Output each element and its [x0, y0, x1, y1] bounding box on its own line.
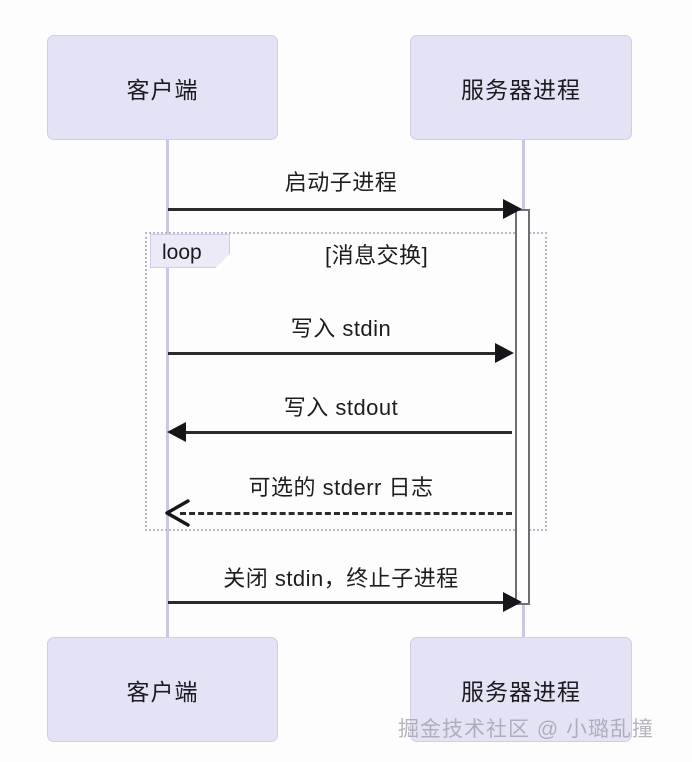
participant-box-server-bottom[interactable]: 服务器进程: [410, 637, 632, 742]
loop-fragment-box: [145, 232, 547, 531]
participant-box-client-bottom[interactable]: 客户端: [47, 637, 278, 742]
message-label-start-child-process: 启动子进程: [284, 170, 398, 195]
arrow-head-left-write-stdout: [167, 422, 186, 442]
message-label-close-stdin-terminate: 关闭 stdin，终止子进程: [223, 566, 459, 591]
arrow-head-right-close-stdin-terminate: [503, 592, 522, 612]
loop-fragment-tag: loop: [150, 234, 230, 268]
participant-box-server-top[interactable]: 服务器进程: [410, 35, 632, 140]
participant-label-server-bottom: 服务器进程: [461, 678, 581, 705]
loop-fragment-condition: [消息交换]: [325, 243, 429, 268]
message-label-write-stdout: 写入 stdout: [283, 395, 399, 420]
participant-label-client-bottom: 客户端: [126, 678, 199, 705]
message-line-optional-stderr-log: [180, 512, 512, 515]
message-line-start-child-process: [168, 208, 506, 211]
lifeline-client: [166, 140, 169, 637]
message-line-write-stdout: [186, 431, 512, 434]
arrow-head-right-write-stdin: [495, 343, 514, 363]
participant-label-client-top: 客户端: [126, 76, 199, 103]
activation-bar-server: [515, 209, 530, 605]
message-label-optional-stderr-log: 可选的 stderr 日志: [248, 475, 434, 500]
message-line-write-stdin: [168, 352, 498, 355]
watermark-text: 掘金技术社区 @ 小璐乱撞: [398, 718, 654, 741]
participant-box-client-top[interactable]: 客户端: [47, 35, 278, 140]
message-line-close-stdin-terminate: [168, 601, 506, 604]
message-label-write-stdin: 写入 stdin: [290, 316, 392, 341]
participant-label-server-top: 服务器进程: [461, 76, 581, 103]
arrow-head-right-start-child-process: [503, 199, 522, 219]
